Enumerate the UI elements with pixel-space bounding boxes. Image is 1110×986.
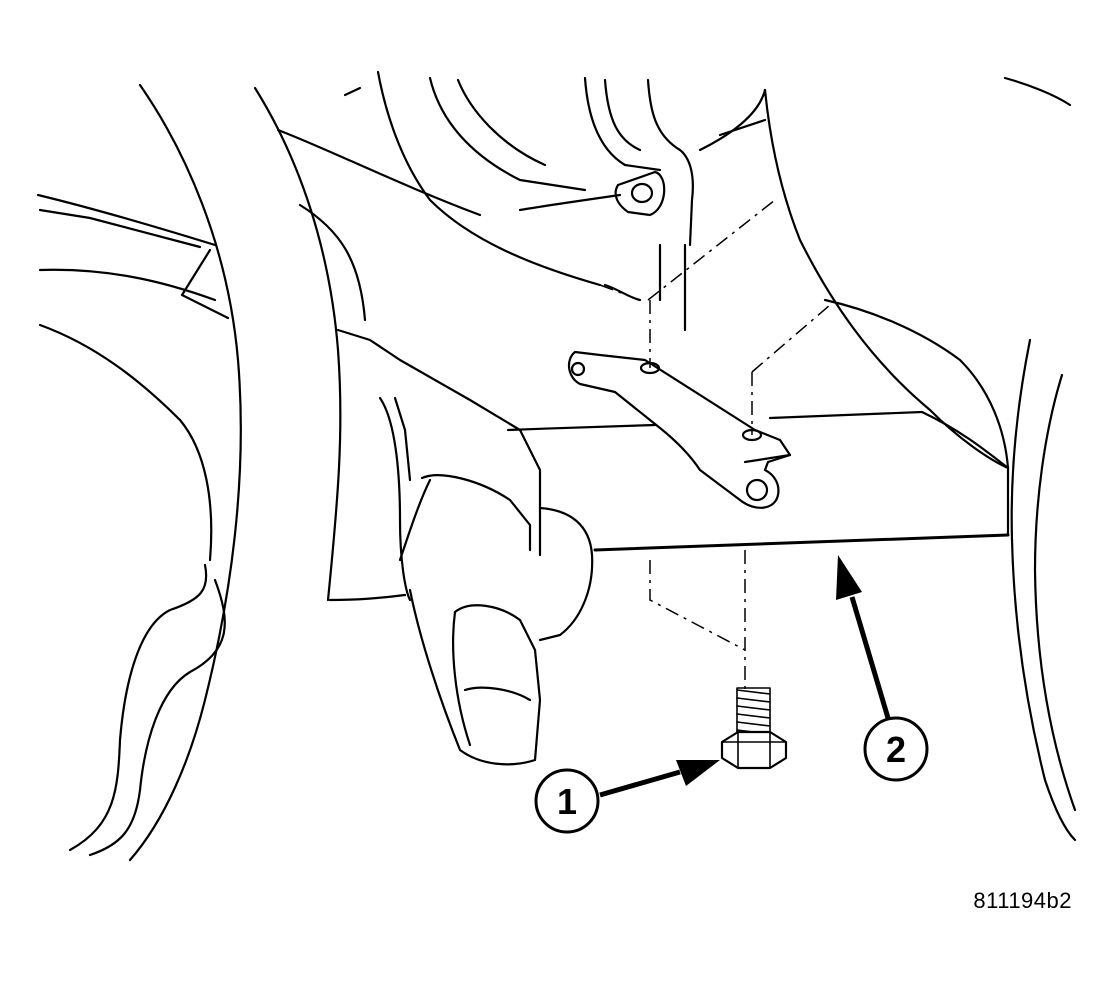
mounting-bracket — [567, 350, 792, 509]
lever-bracket — [378, 396, 594, 766]
column-housing — [253, 70, 602, 602]
figure-id: 811194b2 — [973, 888, 1072, 913]
callout-2-arrowhead — [836, 555, 862, 600]
callout-2-label: 2 — [886, 729, 906, 770]
callout-1: 1 — [534, 768, 600, 834]
callout-1-leader — [599, 769, 681, 798]
upper-mount-bracket — [518, 76, 1010, 470]
alignment-lines — [599, 199, 831, 690]
cross-member-beam — [506, 410, 1010, 552]
callout-1-label: 1 — [557, 781, 577, 822]
bolt — [720, 687, 788, 770]
callout-2: 2 — [863, 716, 929, 782]
callout-1-arrowhead — [676, 760, 720, 786]
callout-2-leader — [849, 596, 891, 719]
leader-arrows — [599, 555, 891, 798]
left-panel-outline — [36, 83, 242, 862]
right-panel-outline — [823, 76, 1077, 842]
